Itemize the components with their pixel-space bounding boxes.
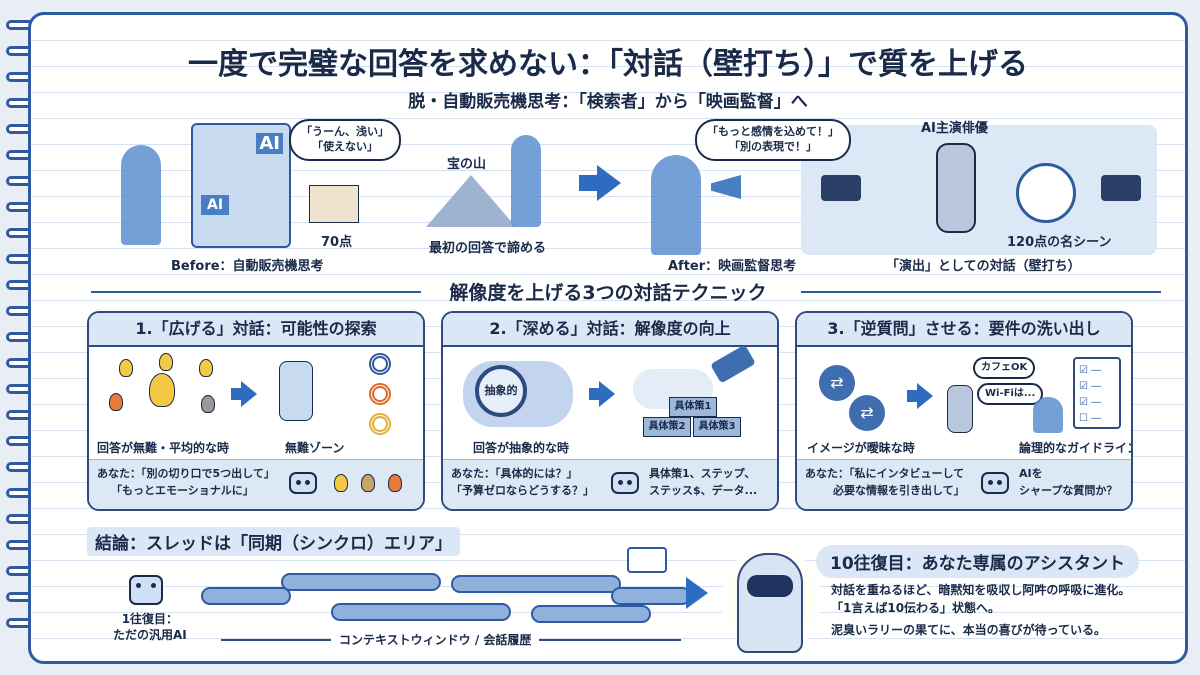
assistant-robot-illustration	[737, 553, 803, 653]
hand-block-icon	[279, 361, 313, 421]
after-right-caption: 「演出」としての対話（壁打ち）	[886, 259, 1081, 274]
swap-icon: ⇄	[849, 395, 885, 431]
lightbulb-icon	[388, 474, 402, 492]
prompt-example: あなた：「別の切り口で5つ出して」「もっとエモーショナルに」	[89, 459, 423, 509]
before-caption: Before：自動販売機思考	[171, 259, 324, 274]
start-label: 1往復目：ただの汎用AI	[113, 612, 187, 643]
vending-machine-illustration: AI AI	[191, 123, 291, 248]
person-illustration	[1033, 397, 1063, 433]
block-label: 具体策1	[669, 397, 717, 417]
assistant-line: 対話を重ねるほど、暗黙知を吸収し阿吽の呼吸に進化。	[831, 583, 1131, 597]
robot-actor-illustration	[936, 143, 976, 233]
lightbulb-icon	[119, 359, 133, 377]
conversation-stream	[451, 575, 621, 593]
prompt-example: あなた：「私にインタビューして必要な情報を引き出して」 AIをシャープな質問か？	[797, 459, 1131, 509]
mountain-label: 宝の山	[447, 157, 487, 172]
conversation-stream	[201, 587, 291, 605]
assistant-line: 泥臭いラリーの果てに、本当の喜びが待っている。	[831, 623, 1107, 637]
person-illustration	[121, 145, 161, 245]
camera-icon	[821, 175, 861, 201]
subtitle: 脱・自動販売機思考：「検索者」から「映画監督」へ	[408, 92, 808, 112]
lightbulb-icon	[109, 393, 123, 411]
checklist-icon: ☑ ―☑ ―☑ ―☐ ―	[1073, 357, 1121, 429]
arrow-right-icon	[589, 381, 615, 407]
thought-bubble: 「うーん、浅い」「使えない」	[289, 119, 401, 161]
technique-panel-expand: 1.「広げる」対話：可能性の探索 回答が無難・平均的な時 無難ゾーン あなた：「…	[87, 311, 425, 511]
robot-icon	[129, 575, 163, 605]
film-set-illustration: AI主演俳優 120点の名シーン	[801, 121, 1157, 255]
techniques-heading: 解像度を上げる3つの対話テクニック	[449, 282, 767, 304]
conversation-stream	[281, 573, 441, 591]
after-caption: After：映画監督思考	[668, 259, 797, 274]
magnifier-icon: 抽象的	[475, 365, 527, 417]
block-label: 具体策2	[643, 417, 691, 437]
arrow-right-icon	[579, 165, 621, 201]
lightbulb-icon	[361, 474, 375, 492]
speech-bubble: カフェOK	[973, 357, 1036, 379]
prompt-example: あなた：「具体的には？」「予算ゼロならどうする？」 具体策1、ステップ、ステッス…	[443, 459, 777, 509]
context-axis-label: コンテキストウィンドウ / 会話履歴	[331, 631, 540, 648]
director-speech-bubble: 「もっと感情を込めて！」「別の表現で！」	[695, 119, 851, 161]
arrow-right-icon	[686, 577, 708, 609]
mountain-caption: 最初の回答で諦める	[429, 241, 547, 256]
lightbulb-icon	[201, 395, 215, 413]
divider	[801, 291, 1161, 293]
mountain-illustration	[426, 175, 516, 227]
box-icon	[309, 185, 359, 223]
conversation-stream	[331, 603, 511, 621]
target-icon	[369, 353, 391, 375]
score-label: 70点	[321, 235, 353, 250]
assistant-line: 「1言えば10伝わる」状態へ。	[831, 601, 1001, 615]
block-label: 具体策3	[693, 417, 741, 437]
conclusion-title: 結論：スレッドは「同期（シンクロ）エリア」	[87, 527, 460, 556]
technique-panel-deepen: 2.「深める」対話：解像度の向上 抽象的 具体策1 具体策2 具体策3 回答が抽…	[441, 311, 779, 511]
lightbulb-icon	[199, 359, 213, 377]
divider	[91, 291, 421, 293]
camera-icon	[1101, 175, 1141, 201]
digging-person-illustration	[511, 135, 541, 227]
notebook-page: 一度で完璧な回答を求めない：「対話（壁打ち）」で質を上げる 脱・自動販売機思考：…	[28, 12, 1188, 664]
conversation-stream	[611, 587, 691, 605]
technique-panel-reverse-question: 3.「逆質問」させる：要件の洗い出し ⇄ ⇄ カフェOK Wi-Fiは... ☑…	[795, 311, 1133, 511]
swap-icon: ⇄	[819, 365, 855, 401]
target-icon	[369, 413, 391, 435]
film-reel-icon	[1016, 163, 1076, 223]
lightbulb-icon	[159, 353, 173, 371]
speech-bubble: Wi-Fiは...	[977, 383, 1044, 405]
arrow-right-icon	[231, 381, 257, 407]
lightbulb-icon	[149, 373, 175, 407]
robot-visor	[747, 575, 793, 597]
director-illustration	[651, 155, 701, 255]
arrow-right-icon	[907, 383, 933, 409]
robot-icon	[611, 472, 639, 494]
lightbulb-icon	[334, 474, 348, 492]
robot-icon	[289, 472, 317, 494]
conversation-stream	[531, 605, 651, 623]
assistant-title: 10往復目：あなた専属のアシスタント	[816, 545, 1139, 578]
drill-icon	[710, 344, 756, 384]
page-title: 一度で完璧な回答を求めない：「対話（壁打ち）」で質を上げる	[188, 47, 1028, 82]
robot-icon	[981, 472, 1009, 494]
megaphone-icon	[711, 175, 741, 199]
robot-interviewer-illustration	[947, 385, 973, 433]
chat-icon	[627, 547, 667, 573]
target-icon	[369, 383, 391, 405]
